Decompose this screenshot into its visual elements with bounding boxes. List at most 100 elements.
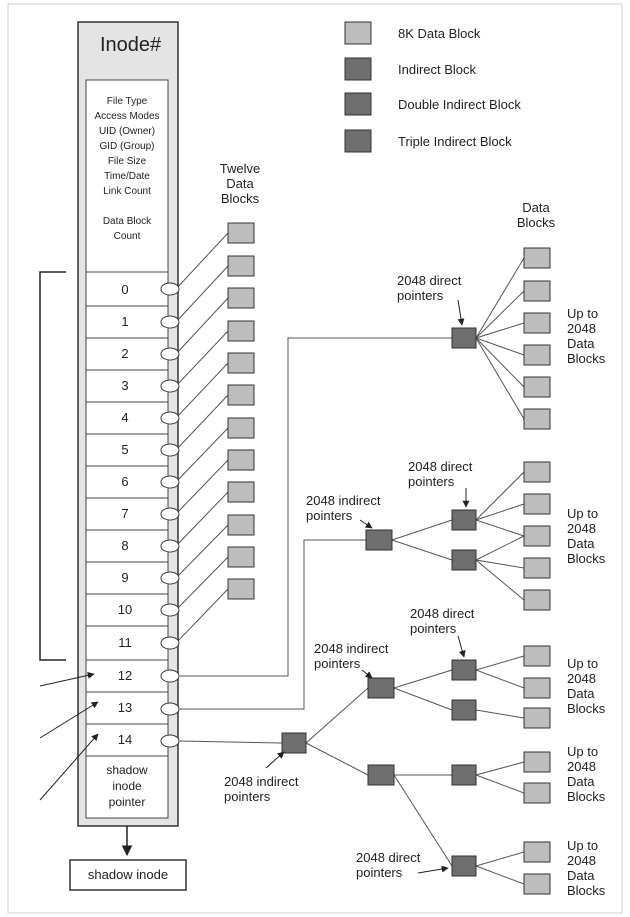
ip1-line-1: 2048 indirect xyxy=(306,493,381,508)
ip2-line-2: pointers xyxy=(314,656,361,671)
slot-9: 9 xyxy=(121,570,129,585)
indirect-data-blocks xyxy=(523,247,551,895)
ut2-l1: Up to xyxy=(567,506,599,521)
shadow-inode-box xyxy=(69,859,187,891)
legend-double-indirect-block: Double Indirect Block xyxy=(398,97,521,112)
ut1-l4: Blocks xyxy=(567,351,606,366)
data-blocks-line-1: Data xyxy=(522,200,550,215)
slot-7: 7 xyxy=(121,506,129,521)
attr-time-date: Time/Date xyxy=(104,171,150,182)
arrow-to-slot-12 xyxy=(39,671,95,687)
up-to-label-3: Up to 2048 Data Blocks xyxy=(567,656,605,716)
dp4-line-2: pointers xyxy=(356,865,403,880)
ut4-l3: Data xyxy=(567,774,595,789)
ut2-l2: 2048 xyxy=(567,521,596,536)
ut4-l1: Up to xyxy=(567,744,599,759)
annotation-arrows xyxy=(265,299,470,874)
slot-1: 1 xyxy=(121,314,129,329)
indirect-pointers-label-1: 2048 indirect pointers xyxy=(306,493,380,523)
ut4-l2: 2048 xyxy=(567,759,596,774)
legend-swatches xyxy=(344,21,372,153)
attr-data-block: Data Block xyxy=(102,216,152,227)
ut2-l3: Data xyxy=(567,536,595,551)
direct-pointers-label-4: 2048 direct pointers xyxy=(356,850,420,880)
dp2-line-1: 2048 direct xyxy=(408,459,473,474)
ip1-line-2: pointers xyxy=(306,508,353,523)
data-blocks-label: Data Blocks xyxy=(506,200,566,230)
direct-data-blocks xyxy=(227,222,255,600)
up-to-label-4: Up to 2048 Data Blocks xyxy=(567,744,605,804)
indirect-pointers-label-2: 2048 indirect pointers xyxy=(314,641,388,671)
ut3-l2: 2048 xyxy=(567,671,596,686)
twelve-line-1: Twelve xyxy=(219,161,261,176)
attr-gid: GID (Group) xyxy=(99,141,155,152)
attr-file-type: File Type xyxy=(106,96,148,107)
ip3-line-1: 2048 indirect xyxy=(224,774,299,789)
ut1-l1: Up to xyxy=(567,306,599,321)
triple-indirect-block xyxy=(281,732,307,754)
attr-access-modes: Access Modes xyxy=(94,111,160,122)
up-to-label-2: Up to 2048 Data Blocks xyxy=(567,506,605,566)
up-to-label-1: Up to 2048 Data Blocks xyxy=(567,306,605,366)
indirect-blocks xyxy=(281,327,477,877)
shadow-pointer-line-3: pointer xyxy=(108,795,146,809)
page-border xyxy=(7,3,623,914)
twelve-line-3: Blocks xyxy=(220,191,260,206)
dp1-line-1: 2048 direct xyxy=(397,273,462,288)
shadow-pointer-line-2: inode xyxy=(112,779,142,793)
arrow-to-slot-14 xyxy=(39,733,99,801)
indirect-pointers-label-3: 2048 indirect pointers xyxy=(224,774,298,804)
shadow-inode-label: shadow inode xyxy=(87,867,169,882)
slot-11: 11 xyxy=(118,635,132,650)
dp1-line-2: pointers xyxy=(397,288,444,303)
dp2-line-2: pointers xyxy=(408,474,455,489)
ut5-l3: Data xyxy=(567,868,595,883)
pointer-ovals xyxy=(160,282,180,748)
legend-triple-indirect-swatch xyxy=(344,129,372,153)
inode-slots xyxy=(85,271,169,819)
inode-attribute-box xyxy=(85,79,169,273)
ut1-l2: 2048 xyxy=(567,321,596,336)
ip3-line-2: pointers xyxy=(224,789,271,804)
dp3-line-1: 2048 direct xyxy=(410,606,475,621)
legend-indirect-block: Indirect Block xyxy=(398,62,477,77)
slot-3: 3 xyxy=(121,378,129,393)
slot-4: 4 xyxy=(121,410,129,425)
ut5-l4: Blocks xyxy=(567,883,606,898)
legend-data-block: 8K Data Block xyxy=(398,26,481,41)
slot-5: 5 xyxy=(121,442,129,457)
shadow-inode-pointer-label: shadow inode pointer xyxy=(86,762,168,810)
twelve-line-2: Data xyxy=(226,176,254,191)
dp4-line-1: 2048 direct xyxy=(356,850,421,865)
ut5-l1: Up to xyxy=(567,838,599,853)
ut3-l4: Blocks xyxy=(567,701,606,716)
attr-file-size: File Size xyxy=(107,156,147,167)
attr-uid: UID (Owner) xyxy=(98,126,156,137)
data-blocks-line-2: Blocks xyxy=(516,215,556,230)
ut2-l4: Blocks xyxy=(567,551,606,566)
slot-6: 6 xyxy=(121,474,129,489)
inode-attributes: File Type Access Modes UID (Owner) GID (… xyxy=(86,94,168,244)
slot-0: 0 xyxy=(121,282,129,297)
slot-10: 10 xyxy=(117,602,133,617)
attr-count: Count xyxy=(113,231,141,242)
ut3-l1: Up to xyxy=(567,656,599,671)
ut4-l4: Blocks xyxy=(567,789,606,804)
attr-link-count: Link Count xyxy=(103,186,151,197)
slot-2: 2 xyxy=(121,346,129,361)
legend-double-indirect-swatch xyxy=(344,92,372,116)
single-indirect-block xyxy=(451,327,477,349)
legend-data-block-swatch xyxy=(344,21,372,45)
ut3-l3: Data xyxy=(567,686,595,701)
slot-12: 12 xyxy=(117,668,133,683)
up-to-label-5: Up to 2048 Data Blocks xyxy=(567,838,605,898)
dp3-line-2: pointers xyxy=(410,621,457,636)
direct-pointers-label-1: 2048 direct pointers xyxy=(397,273,461,303)
twelve-data-blocks-label: Twelve Data Blocks xyxy=(205,161,275,206)
ut1-l3: Data xyxy=(567,336,595,351)
direct-pointers-label-2: 2048 direct pointers xyxy=(408,459,472,489)
arrow-to-slot-13 xyxy=(39,701,99,739)
ip2-line-1: 2048 indirect xyxy=(314,641,389,656)
